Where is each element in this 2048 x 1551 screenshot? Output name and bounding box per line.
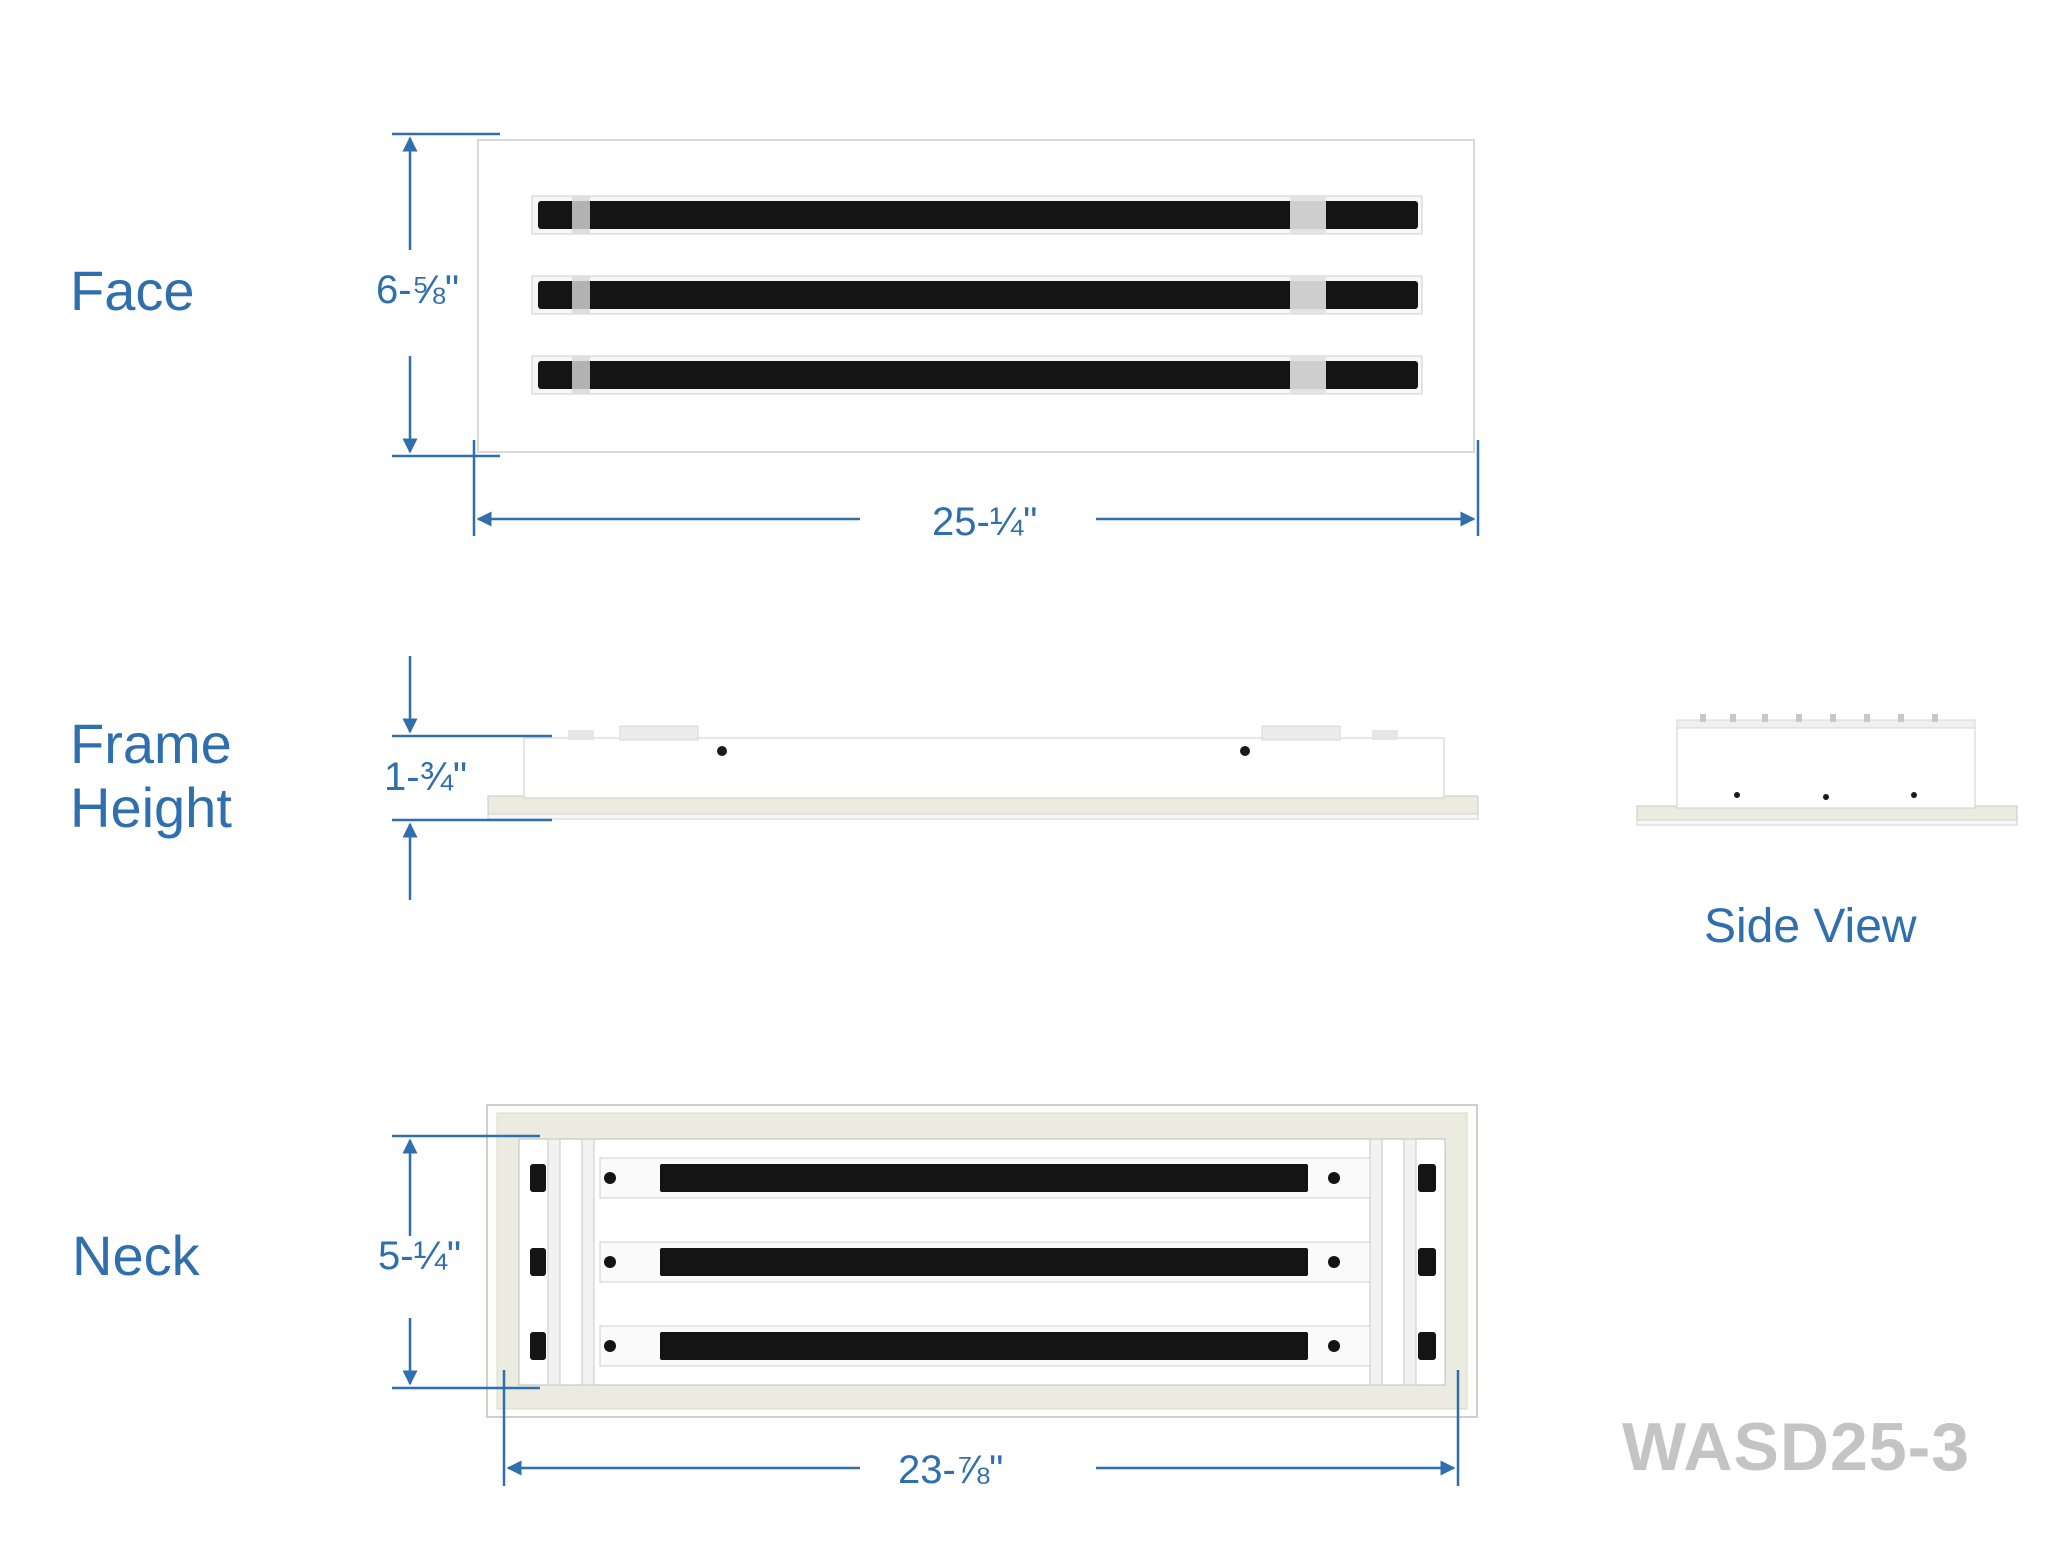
face-slot-1 xyxy=(531,195,1423,235)
neck-view xyxy=(392,1104,1478,1486)
face-slot-3 xyxy=(531,355,1423,395)
frame-height-dimension-label: 1-¾" xyxy=(384,755,468,799)
model-number: WASD25-3 xyxy=(1622,1409,1971,1485)
face-width-label: 25-¼" xyxy=(932,500,1038,544)
neck-slot-2 xyxy=(530,1241,1436,1283)
neck-height-label: 5-¼" xyxy=(378,1234,462,1278)
face-width-dimension xyxy=(472,440,1480,536)
frame-height-label-line1: Frame xyxy=(70,712,232,775)
frame-body xyxy=(523,737,1445,799)
neck-height-dimension xyxy=(392,1134,540,1390)
frame-height-label-line2: Height xyxy=(70,776,232,839)
side-view xyxy=(1636,714,2018,826)
frame-height-dimension xyxy=(392,656,552,900)
neck-slot-3 xyxy=(530,1325,1436,1367)
face-label: Face xyxy=(70,259,195,322)
neck-slot-1 xyxy=(530,1157,1436,1199)
neck-label: Neck xyxy=(72,1224,200,1287)
face-height-label: 6-⅝" xyxy=(376,268,460,312)
face-height-dimension xyxy=(392,132,500,458)
face-slot-2 xyxy=(531,275,1423,315)
neck-width-dimension xyxy=(502,1370,1460,1486)
frame-height-view xyxy=(392,656,1479,900)
neck-width-label: 23-⅞" xyxy=(898,1448,1004,1492)
face-view xyxy=(392,132,1480,536)
side-view-label: Side View xyxy=(1704,900,1917,953)
